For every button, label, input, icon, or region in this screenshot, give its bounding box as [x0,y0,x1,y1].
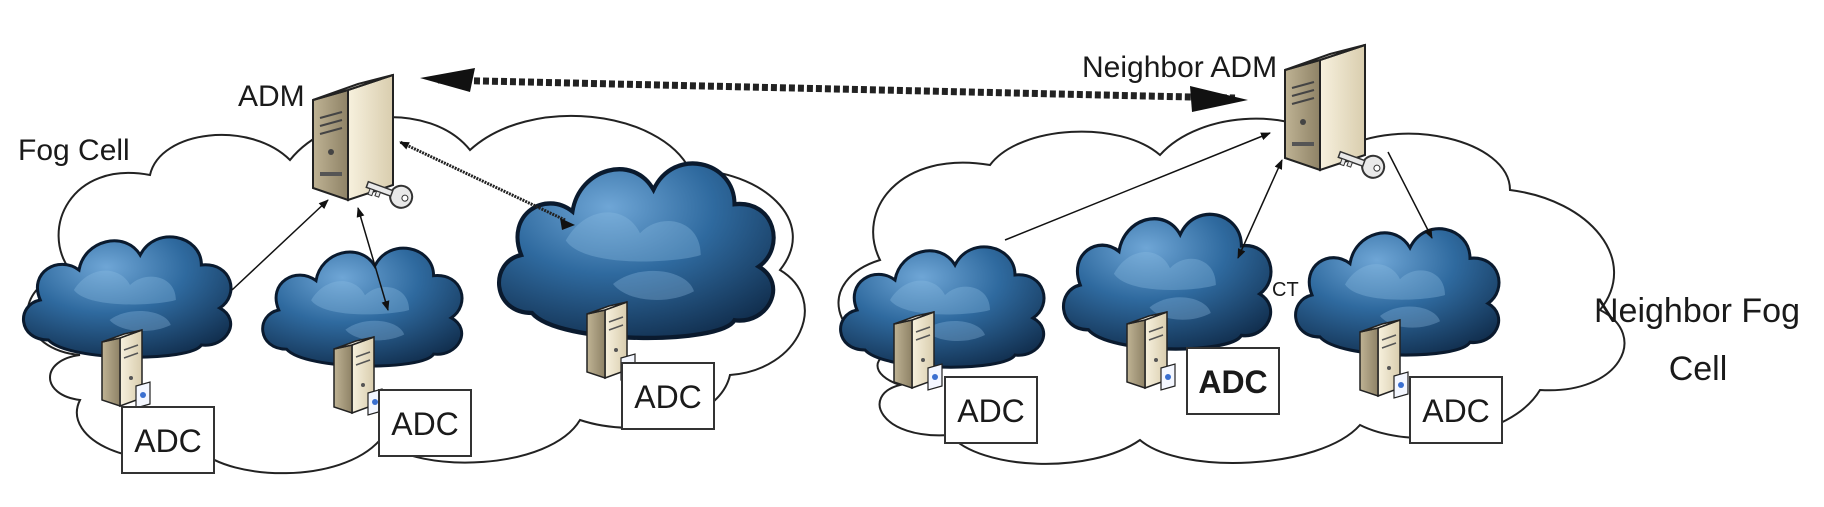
adc-label: ADC [1422,393,1490,429]
adc-box [1409,376,1503,444]
link-adm-neighbor-adm [437,76,1236,102]
adm-label: ADM [238,80,305,113]
link-adc3-adm [399,140,566,222]
neighbor-adm-label: Neighbor ADM [1082,51,1277,84]
adc-box [1186,347,1280,415]
adc-label: ADC [134,423,202,459]
neighbor-adm-server-icon [1284,44,1389,182]
adc-box [121,406,215,474]
link-adc1-adm [231,199,329,291]
adc-label: ADC [391,406,459,442]
link-radc3-nadm [1387,151,1433,239]
adc-box [378,389,472,457]
link-arrowhead-left [420,68,475,92]
link-adc3-arrowhead [560,218,575,230]
neighbor-fog-cell-label-line2: Cell [1669,350,1728,388]
adc-label: ADC [957,393,1025,429]
neighbor-fog-cell-label-line1: Neighbor Fog [1594,292,1800,330]
adc-label: ADC [1198,364,1267,400]
stray-text-fragment: CT [1272,279,1299,301]
link-radc2-nadm [1237,159,1283,259]
link-arrowhead-right [1190,86,1248,112]
link-radc1-nadm [1004,132,1271,241]
fog-cell-label: Fog Cell [18,134,130,167]
adc-box [944,376,1038,444]
link-adc2-adm [356,207,390,311]
adc-box [621,362,715,430]
adc-label: ADC [634,379,702,415]
